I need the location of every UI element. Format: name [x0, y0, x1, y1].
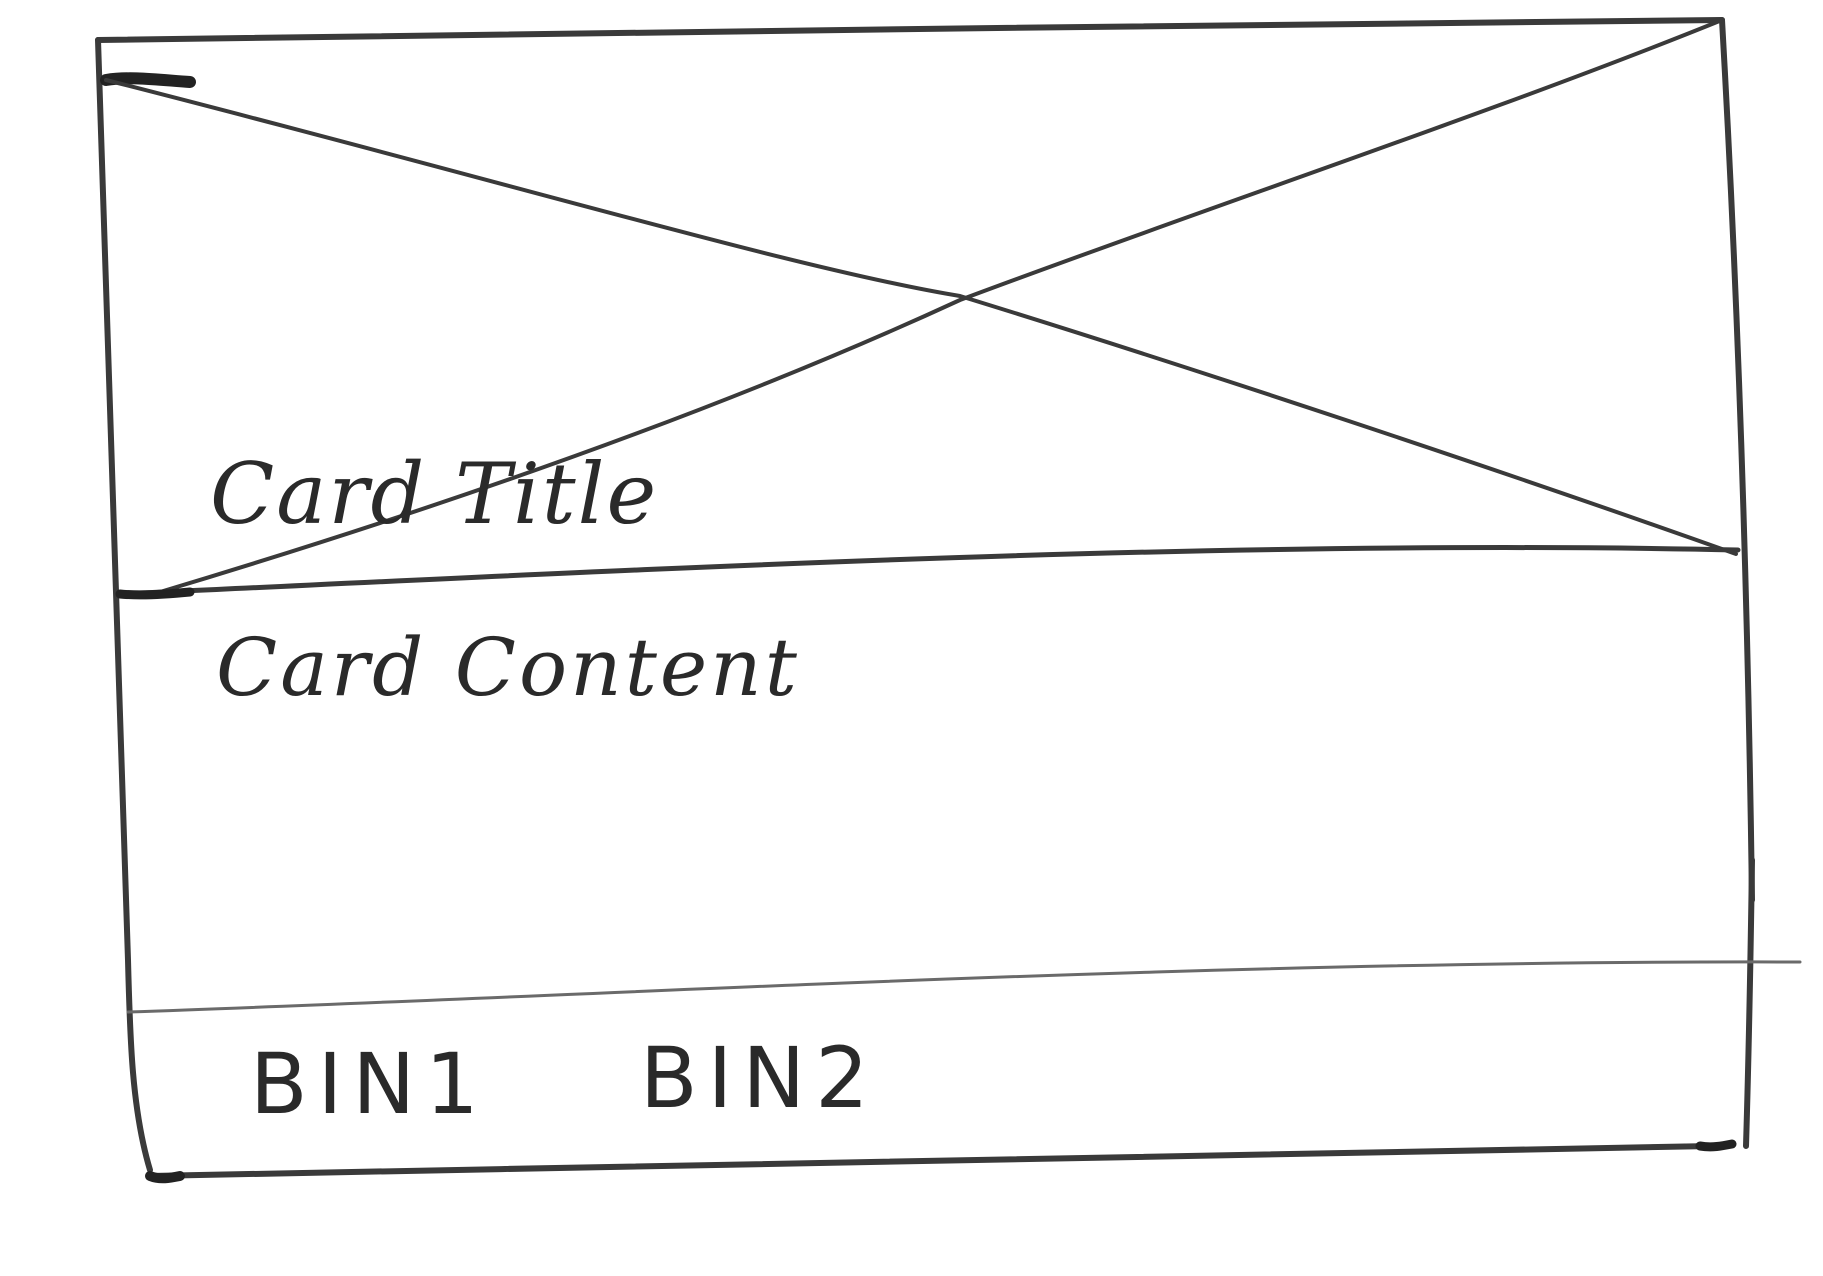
- image-placeholder-icon: [104, 18, 1738, 594]
- card-frame: [95, 17, 1755, 1184]
- button-1[interactable]: BIN1: [250, 1035, 489, 1133]
- button-2[interactable]: BIN2: [640, 1029, 879, 1127]
- actions-divider: [126, 960, 1802, 1014]
- card-title: Card Title: [210, 445, 659, 543]
- card-content: Card Content: [216, 621, 800, 714]
- header-divider: [117, 545, 1741, 597]
